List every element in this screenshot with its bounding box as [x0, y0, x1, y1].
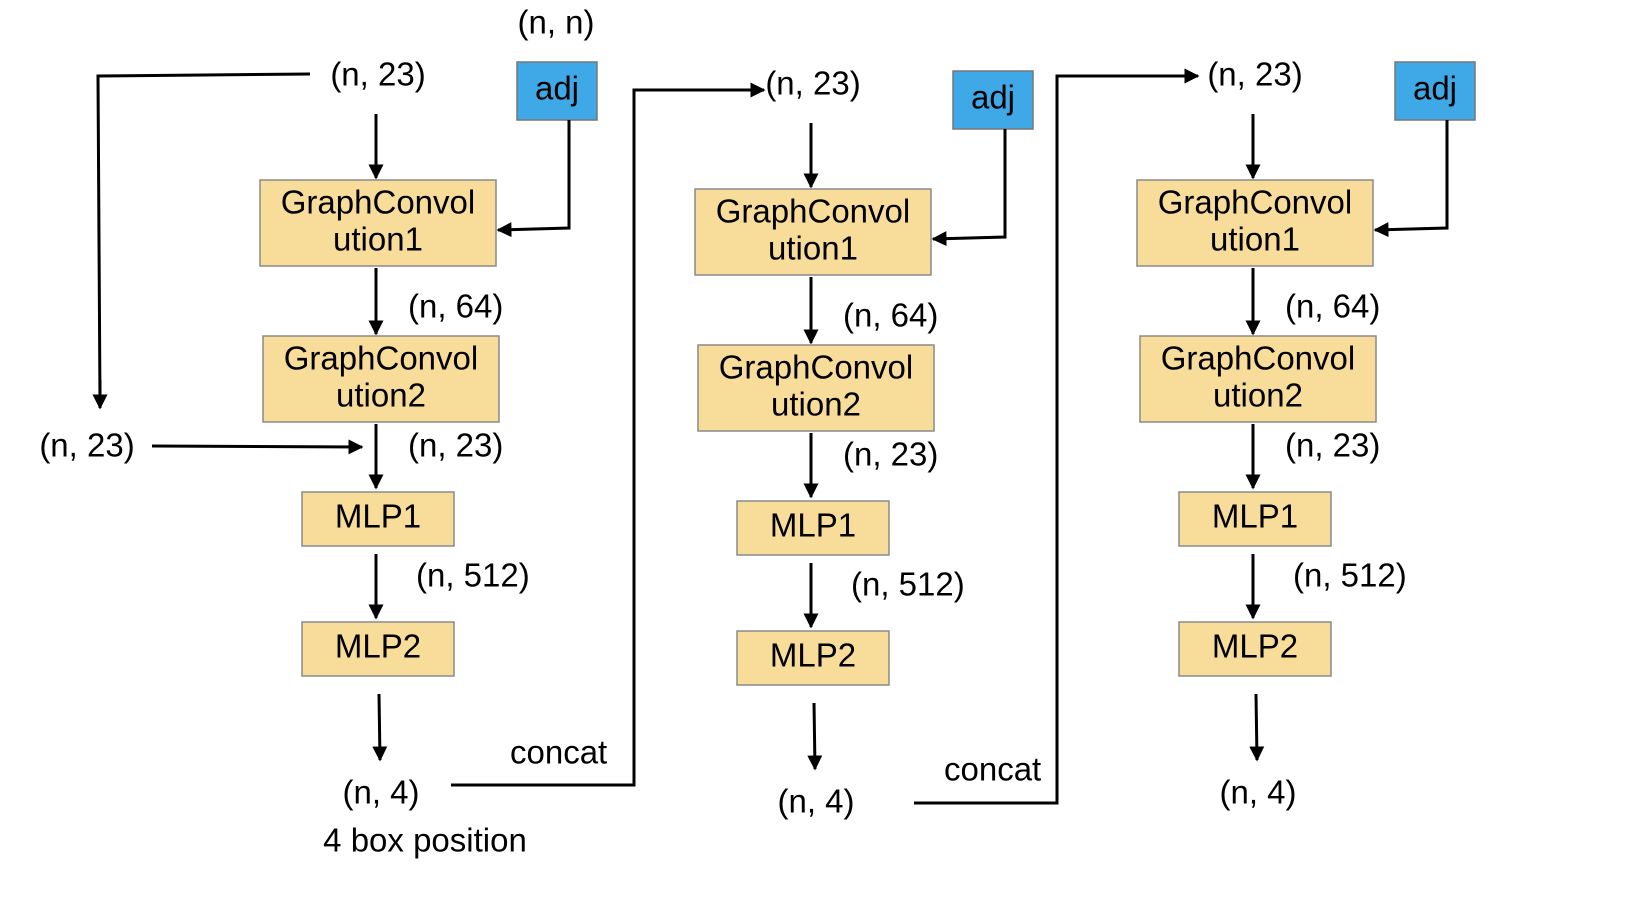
arrow-left-input-join: [151, 439, 364, 455]
col2-arrow-adj-gc1: [931, 129, 1007, 247]
col2-graphconvolution1-block-rect: [694, 188, 932, 276]
adj-shape-label: (n, n): [517, 4, 594, 41]
left-input-label: (n, 23): [39, 427, 134, 464]
col2-arrow-mlp2-output: [807, 702, 823, 771]
col3-adj-block: adj: [1394, 61, 1476, 121]
col1-adj-block-label: adj: [535, 70, 579, 107]
col1-concat-label: concat: [510, 734, 607, 771]
skip-wire-col1: [96, 72, 311, 405]
col3-mlp1-block: MLP1: [1178, 491, 1332, 547]
col3-input-label: (n, 23): [1207, 56, 1302, 93]
col3-mlp1-block-rect: [1178, 491, 1332, 547]
col3-graphconvolution2-block-label-1: GraphConvol: [1161, 340, 1355, 377]
col2-dim-after-mlp1: (n, 512): [851, 566, 965, 603]
col3-graphconvolution1-block-label-2: ution1: [1210, 221, 1300, 258]
col1-graphconvolution2-block-label-1: GraphConvol: [284, 340, 478, 377]
col1-dim-after-gc1: (n, 64): [408, 288, 503, 325]
col2-mlp1-block-rect: [736, 500, 890, 556]
concat-wire-col1-col2: [451, 82, 766, 787]
col3-dim-after-mlp1: (n, 512): [1293, 557, 1407, 594]
col2-output-label: (n, 4): [777, 783, 854, 820]
col2-mlp2-block-rect: [736, 630, 890, 686]
col3-adj-block-rect: [1394, 61, 1476, 121]
col1-mlp2-block: MLP2: [301, 621, 455, 677]
col3-graphconvolution2-block-rect: [1139, 335, 1377, 423]
col1-adj-block: adj: [516, 61, 598, 121]
col1-graphconvolution1-block-label-2: ution1: [333, 221, 423, 258]
col1-graphconvolution2-block-label-2: ution2: [336, 377, 426, 414]
col3-graphconvolution1-block-label-1: GraphConvol: [1158, 184, 1352, 221]
col2-adj-block-rect: [952, 70, 1034, 130]
concat-wire-col2-col3: [914, 68, 1200, 805]
col3-mlp1-block-label: MLP1: [1212, 498, 1298, 535]
col1-arrow-adj-gc1: [496, 120, 571, 238]
col2-graphconvolution2-block-rect: [697, 344, 935, 432]
col3-arrow-mlp2-output: [1249, 693, 1265, 762]
col2-mlp2-block: MLP2: [736, 630, 890, 686]
col1-mlp1-block-label: MLP1: [335, 498, 421, 535]
box-position-caption: 4 box position: [323, 822, 527, 859]
col3-mlp2-block-label: MLP2: [1212, 628, 1298, 665]
col3-dim-after-gc1: (n, 64): [1285, 288, 1380, 325]
col3-mlp2-block: MLP2: [1178, 621, 1332, 677]
col2-graphconvolution1-block-label-2: ution1: [768, 230, 858, 267]
col2-dim-after-gc2: (n, 23): [843, 436, 938, 473]
col1-graphconvolution1-block-label-1: GraphConvol: [281, 184, 475, 221]
col3-adj-block-label: adj: [1413, 70, 1457, 107]
col2-mlp2-block-label: MLP2: [770, 637, 856, 674]
col1-mlp1-block-rect: [301, 491, 455, 547]
col2-mlp1-block-label: MLP1: [770, 507, 856, 544]
col3-output-label: (n, 4): [1219, 774, 1296, 811]
col3-mlp2-block-rect: [1178, 621, 1332, 677]
col2-mlp1-block: MLP1: [736, 500, 890, 556]
col3-graphconvolution1-block-rect: [1136, 179, 1374, 267]
col1-dim-after-mlp1: (n, 512): [416, 557, 530, 594]
col1-mlp1-block: MLP1: [301, 491, 455, 547]
col1-graphconvolution1-block-rect: [259, 179, 497, 267]
col3-graphconvolution2-block-label-2: ution2: [1213, 377, 1303, 414]
col2-concat-label: concat: [944, 751, 1041, 788]
col3-dim-after-gc2: (n, 23): [1285, 427, 1380, 464]
col1-adj-block-rect: [516, 61, 598, 121]
col2-adj-block-label: adj: [971, 79, 1015, 116]
col2-dim-after-gc1: (n, 64): [843, 297, 938, 334]
col1-input-label: (n, 23): [330, 56, 425, 93]
col1-output-label: (n, 4): [342, 774, 419, 811]
col2-input-label: (n, 23): [765, 65, 860, 102]
col1-graphconvolution2-block-rect: [262, 335, 500, 423]
col2-graphconvolution2-block-label-1: GraphConvol: [719, 349, 913, 386]
col2-graphconvolution2-block-label-2: ution2: [771, 386, 861, 423]
col2-graphconvolution1-block-label-1: GraphConvol: [716, 193, 910, 230]
col1-mlp2-block-label: MLP2: [335, 628, 421, 665]
col1-arrow-mlp2-output: [372, 693, 388, 762]
col1-dim-after-gc2: (n, 23): [408, 427, 503, 464]
col1-mlp2-block-rect: [301, 621, 455, 677]
col3-arrow-adj-gc1: [1373, 120, 1449, 238]
col2-adj-block: adj: [952, 70, 1034, 130]
